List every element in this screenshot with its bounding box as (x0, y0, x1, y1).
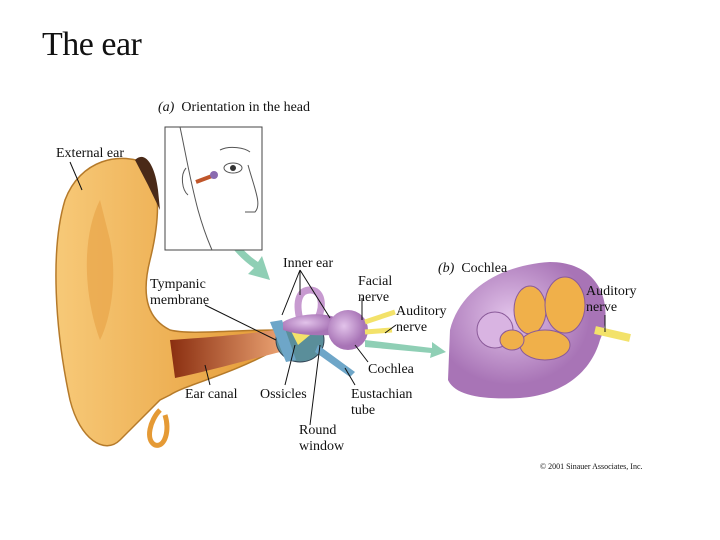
external-ear-shape (55, 157, 281, 447)
panel-b-caption: (b) Cochlea (438, 261, 507, 277)
copyright: © 2001 Sinauer Associates, Inc. (540, 462, 643, 471)
leader-lines (69, 161, 606, 426)
cochlea-arrow (365, 340, 446, 358)
label-line: nerve (358, 290, 390, 305)
ear-canal-shape (170, 330, 280, 378)
label-external-ear: External ear (56, 146, 125, 161)
label-line: nerve (396, 320, 428, 335)
label-inner-ear: Inner ear (283, 256, 334, 271)
semicircular-canals (294, 286, 325, 321)
label-line: Round (299, 423, 337, 438)
panel-a-title: Orientation in the head (181, 100, 311, 115)
label-line: tube (351, 403, 376, 418)
label-line: window (299, 439, 345, 454)
panel-a-marker: (a) (158, 100, 175, 115)
label-line: Auditory (586, 284, 637, 299)
label-line: Facial (358, 274, 393, 289)
panel-b-title: Cochlea (461, 261, 508, 276)
panel-b-marker: (b) (438, 261, 455, 276)
label-ear-canal: Ear canal (185, 387, 238, 402)
label-line: Tympanic (150, 277, 206, 292)
cochlea-shape (328, 310, 368, 350)
label-ossicles: Ossicles (260, 387, 307, 402)
orientation-arrow (206, 200, 270, 280)
panel-a-caption: (a) Orientation in the head (158, 100, 310, 116)
label-line: Eustachian (351, 387, 413, 402)
page-title: The ear (42, 26, 142, 63)
label-line: membrane (150, 293, 210, 308)
label-line: nerve (586, 300, 618, 315)
label-cochlea: Cochlea (368, 362, 414, 377)
label-line: Auditory (396, 304, 447, 319)
tympanic-membrane-shape (270, 320, 296, 362)
eustachian-tube-shape (315, 345, 355, 377)
head-orientation-box (164, 126, 263, 251)
